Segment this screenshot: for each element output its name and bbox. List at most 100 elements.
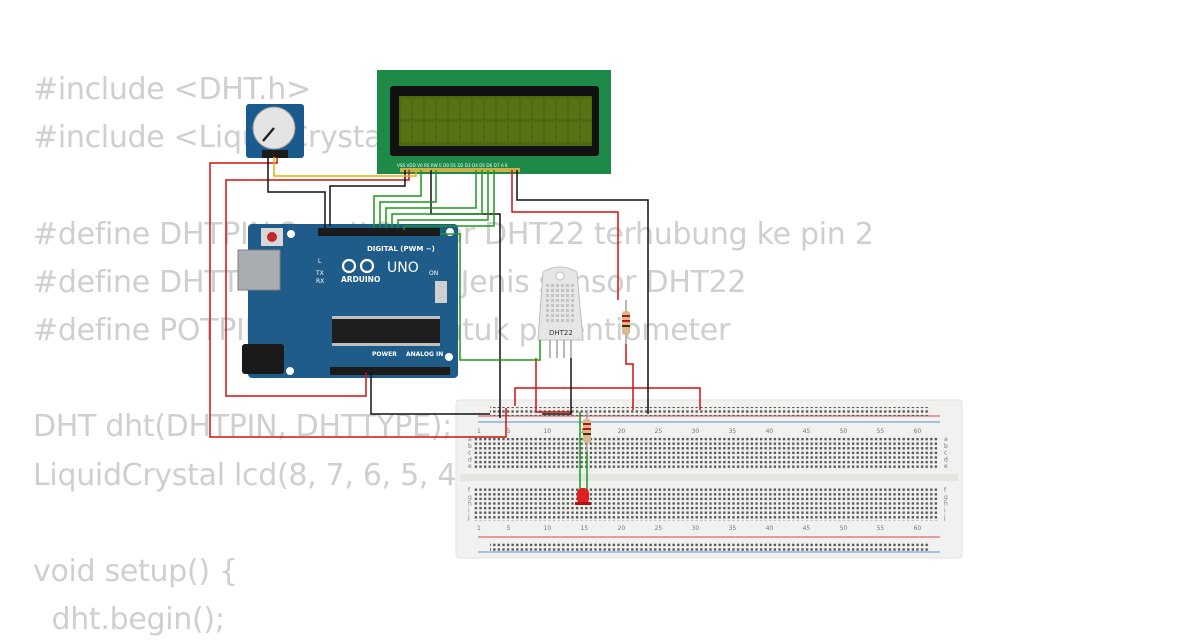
lcd-cell (533, 99, 543, 119)
dht-vent (546, 309, 549, 312)
resistor-led[interactable] (583, 410, 591, 452)
column-number: 5 (507, 525, 511, 532)
rx-label: RX (316, 278, 324, 285)
dht-vent (566, 299, 569, 302)
wire-red-pullup (625, 344, 634, 410)
usb-port (237, 249, 281, 291)
lcd-cell (509, 122, 519, 142)
lcd-cell (533, 122, 543, 142)
row-letter: a (468, 436, 472, 443)
lcd-cell (509, 99, 519, 119)
uno-label: UNO (387, 260, 419, 276)
dht-vent (556, 319, 559, 322)
column-number: 25 (655, 428, 663, 435)
row-letter: h (468, 501, 472, 508)
dht-vent (566, 289, 569, 292)
reset-button-cap (267, 232, 277, 242)
dht-vent (551, 309, 554, 312)
lcd-cell (545, 99, 555, 119)
wires (209, 157, 701, 496)
dht-vent (566, 319, 569, 322)
lcd-cell (473, 99, 483, 119)
column-number: 10 (544, 428, 552, 435)
power-label: POWER (372, 351, 397, 358)
dht22-sensor[interactable]: DHT22 (537, 266, 584, 358)
dht-vent (561, 309, 564, 312)
breadboard-bottom-terminals (474, 487, 938, 521)
wire-green-d4 (385, 170, 477, 228)
dht-vent (546, 294, 549, 297)
wire-green-rs (373, 170, 422, 228)
potentiometer[interactable] (246, 104, 304, 158)
code-line-8: DHT dht(DHTPIN, DHTTYPE); (33, 409, 452, 445)
dht-vent (556, 304, 559, 307)
column-number: 25 (655, 525, 663, 532)
dht-vent (551, 284, 554, 287)
lcd-cell (449, 99, 459, 119)
dht-vent (546, 314, 549, 317)
dht-vent (556, 294, 559, 297)
arduino-uno-board[interactable]: DIGITAL (PWM ~) UNO ARDUINO POWER ANALOG… (237, 224, 458, 378)
column-number: 55 (877, 428, 885, 435)
column-number: 10 (544, 525, 552, 532)
dht-vent (571, 294, 574, 297)
column-number: 40 (766, 525, 774, 532)
power-jack (242, 344, 284, 374)
row-letter: f (944, 487, 947, 494)
column-number: 35 (729, 428, 737, 435)
wire-green-d5 (391, 170, 483, 228)
lcd-cell (521, 99, 531, 119)
dht-vent (571, 304, 574, 307)
dht-vent (566, 314, 569, 317)
dht-vent (551, 289, 554, 292)
lcd-cell (425, 99, 435, 119)
infinity-logo-icon (341, 258, 375, 274)
breadboard-top-terminals (474, 436, 938, 470)
potentiometer-knob-indicator (262, 127, 275, 142)
lcd-16x2-display[interactable]: VSS VDD V0 RS RW E D0 D1 D2 D3 D4 D5 D6 … (377, 70, 611, 174)
column-number: 40 (766, 428, 774, 435)
on-label: ON (429, 270, 438, 277)
dht-vent (566, 294, 569, 297)
dht-vent (566, 284, 569, 287)
column-number: 20 (618, 525, 626, 532)
code-line-11: void setup() { (33, 553, 238, 589)
code-line-1: #include <DHT.h> (33, 72, 311, 107)
dht-vent (561, 294, 564, 297)
column-number: 50 (840, 428, 848, 435)
dht-vent (571, 284, 574, 287)
row-letter: c (944, 450, 947, 457)
column-number: 35 (729, 525, 737, 532)
red-led[interactable] (575, 488, 591, 505)
dht-vent (556, 299, 559, 302)
row-letter: c (468, 450, 471, 457)
lcd-character-cells (401, 99, 591, 142)
digital-header (318, 228, 440, 236)
tx-label: TX (315, 270, 324, 277)
breadboard-center-channel (460, 474, 958, 481)
dht-vent (546, 289, 549, 292)
column-number: 45 (803, 525, 811, 532)
row-letter: g (468, 494, 472, 501)
wire-red-pot (209, 157, 507, 438)
column-number: 1 (477, 428, 481, 435)
dht-vent (546, 299, 549, 302)
dht-vent (571, 309, 574, 312)
resistor-pullup[interactable] (622, 300, 630, 344)
dht-vent (561, 304, 564, 307)
wire-red-5v-rail (514, 387, 701, 410)
dht-vent (551, 319, 554, 322)
row-letter: a (944, 436, 948, 443)
row-letter: i (944, 507, 946, 514)
lcd-pin-labels: VSS VDD V0 RS RW E D0 D1 D2 D3 D4 D5 D6 … (397, 163, 508, 168)
column-number: 55 (877, 525, 885, 532)
column-number: 30 (692, 428, 700, 435)
dht-vent (561, 289, 564, 292)
lcd-cell (521, 122, 531, 142)
dht-vent (566, 304, 569, 307)
dht22-label: DHT22 (549, 329, 573, 337)
lcd-cell (497, 99, 507, 119)
wire-green-d7 (403, 170, 495, 230)
lcd-cell (569, 99, 579, 119)
